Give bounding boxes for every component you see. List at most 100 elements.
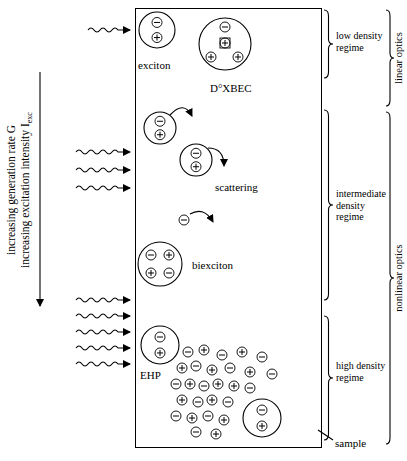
sign-stroke	[193, 432, 199, 433]
curly-bracket	[324, 316, 333, 440]
sign-stroke	[201, 386, 207, 387]
sign-stroke	[222, 27, 228, 28]
scattering-arrow	[170, 108, 192, 116]
sign-stroke	[269, 374, 275, 375]
sign-stroke	[154, 22, 160, 23]
sign-stroke	[157, 121, 163, 122]
sign-stroke	[173, 384, 179, 385]
sign-stroke	[192, 415, 193, 421]
electron-symbol	[191, 427, 201, 437]
sample-label: sample	[335, 437, 366, 449]
sign-stroke	[219, 355, 225, 356]
leader-line	[318, 430, 333, 440]
exciton-circle	[144, 112, 176, 144]
axis-subscript: exc	[25, 112, 34, 123]
sign-stroke	[205, 416, 211, 417]
hole-symbol	[191, 162, 201, 172]
electron-symbol	[220, 22, 230, 32]
electron-symbol	[193, 397, 203, 407]
sign-stroke	[196, 164, 197, 170]
donor-symbol	[220, 38, 230, 48]
electron-symbol	[267, 369, 277, 379]
light-wave-arrow	[76, 330, 130, 334]
hole-symbol	[233, 52, 243, 62]
sign-stroke	[151, 270, 152, 276]
electron-symbol	[199, 381, 209, 391]
bound-exciton-circle	[199, 18, 251, 70]
hole-symbol	[237, 347, 247, 357]
regime-label: intermediate density regime	[336, 188, 386, 223]
sign-stroke	[250, 369, 251, 375]
hole-symbol	[245, 367, 255, 377]
hole-symbol	[207, 365, 217, 375]
optics-label: linear optics	[394, 32, 405, 84]
hole-symbol	[257, 421, 267, 431]
sign-stroke	[259, 410, 265, 411]
optics-label: nonlinear optics	[394, 244, 405, 311]
axis-label: increasing excitation intensity I	[19, 123, 31, 268]
curly-bracket	[324, 10, 333, 78]
sign-stroke	[160, 132, 161, 138]
sign-stroke	[181, 220, 187, 221]
electron-symbol	[203, 411, 213, 421]
hole-symbol	[219, 415, 229, 425]
regime-label: low density regime	[336, 30, 386, 53]
sign-stroke	[225, 40, 226, 46]
hole-symbol	[177, 395, 187, 405]
sign-stroke	[234, 383, 235, 389]
light-wave-arrow	[76, 362, 130, 366]
electron-symbol	[155, 116, 165, 126]
increase-arrow	[39, 72, 40, 306]
sign-stroke	[216, 431, 217, 437]
sign-stroke	[169, 252, 170, 258]
electron-symbol	[164, 268, 174, 278]
sign-stroke	[190, 381, 191, 387]
sign-stroke	[195, 402, 201, 403]
electron-symbol	[217, 350, 227, 360]
electron-symbol	[179, 215, 189, 225]
sign-stroke	[148, 255, 154, 256]
light-wave-arrow	[76, 298, 130, 302]
electron-symbol	[155, 332, 165, 342]
sign-stroke	[227, 368, 233, 369]
sign-stroke	[262, 423, 263, 429]
sign-stroke	[259, 357, 265, 358]
hole-symbol	[146, 268, 156, 278]
sign-stroke	[166, 273, 172, 274]
sign-stroke	[218, 381, 219, 387]
hole-symbol	[199, 345, 209, 355]
hole-symbol	[187, 413, 197, 423]
motion-arrow	[190, 211, 213, 222]
light-wave-arrow	[76, 150, 130, 154]
sign-stroke	[157, 35, 158, 41]
sign-stroke	[173, 416, 179, 417]
particle-label: scattering	[215, 181, 258, 193]
hole-symbol	[185, 379, 195, 389]
electron-symbol	[245, 383, 255, 393]
electron-symbol	[257, 405, 267, 415]
sign-stroke	[204, 347, 205, 353]
electron-symbol	[223, 397, 233, 407]
hole-symbol	[206, 52, 216, 62]
light-wave-arrow	[76, 186, 130, 190]
electron-symbol	[183, 347, 193, 357]
sign-stroke	[247, 388, 253, 389]
particle-label: EHP	[140, 369, 161, 381]
scattering-arrow	[208, 148, 224, 166]
sign-stroke	[242, 349, 243, 355]
axis-label: increasing generation rate G	[6, 125, 18, 255]
sign-stroke	[193, 153, 199, 154]
hole-symbol	[164, 250, 174, 260]
donor-box	[220, 38, 230, 48]
hole-symbol	[213, 379, 223, 389]
hole-symbol	[155, 130, 165, 140]
electron-symbol	[191, 361, 201, 371]
particle-label: exciton	[138, 59, 170, 71]
light-wave-arrow	[88, 28, 130, 32]
particle-label: biexciton	[192, 259, 233, 271]
sign-stroke	[182, 397, 183, 403]
electron-symbol	[225, 363, 235, 373]
electron-symbol	[191, 148, 201, 158]
hole-symbol	[177, 363, 187, 373]
